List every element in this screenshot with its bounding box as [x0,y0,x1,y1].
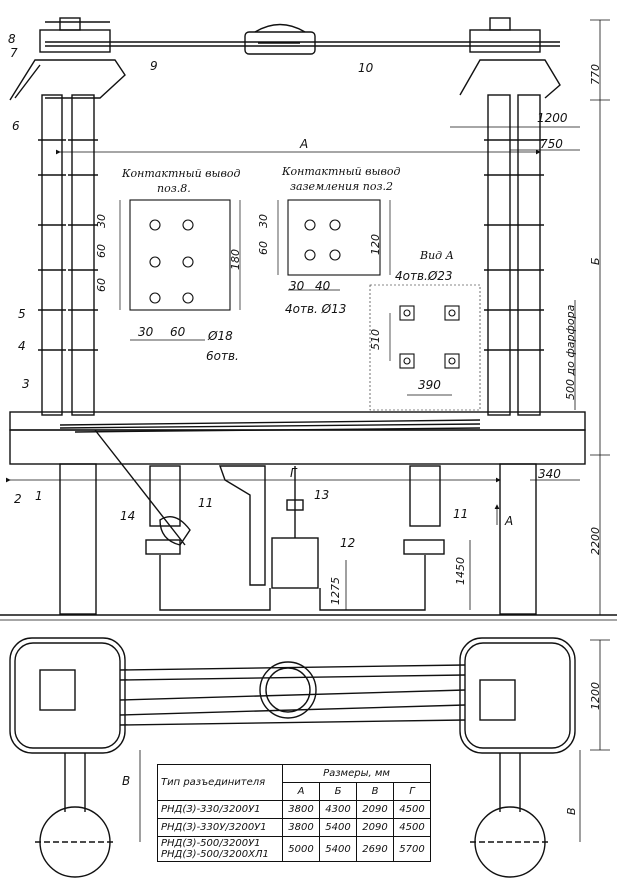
detail-left-plate [119,199,241,341]
table-cell-type: РНД(З)-330/3200У1 [157,800,283,819]
arrow-view-a: А [505,514,514,528]
table-cell: 5000 [282,836,320,862]
callout-14: 14 [120,509,136,523]
dim-500-porcelain: 500 до фарфора [564,304,577,400]
table-row: РНД(З)-330У/3200У1 3800 5400 2090 4500 [157,818,431,837]
detail-left-d60c: 60 [170,325,186,339]
dim-1200-top: 1200 [537,111,568,125]
table-cell: 4500 [393,800,431,819]
table-col: Б [319,782,357,801]
table-cell: 5400 [319,818,357,837]
callout-11-left: 11 [198,496,214,510]
base-frame [9,411,586,465]
callout-7: 7 [10,46,18,60]
dim-v-left: В [122,774,131,788]
detail-right-d30b: 30 [289,279,305,293]
dimensions-table: Тип разъединителя Размеры, мм А Б В Г РН… [157,764,431,862]
table-col: Г [393,782,431,801]
table-cell: 2090 [356,818,394,837]
detail-left-d60b: 60 [95,278,108,292]
detail-view-a [369,284,481,411]
table-cell: 5400 [319,836,357,862]
detail-left-d180: 180 [229,249,242,270]
right-contact-assembly [459,17,561,99]
detail-right-plate [277,199,391,291]
view-a-hole: 4отв.Ø23 [395,269,453,283]
detail-right-d60: 60 [257,241,270,255]
dim-770: 770 [589,64,602,85]
callout-9: 9 [150,59,158,73]
table-cell-type-line: РНД(З)-500/3200ХЛ1 [161,849,269,860]
detail-right-hole: 4отв. Ø13 [285,302,347,316]
right-insulator-columns [484,94,544,416]
table-cell: 4500 [393,818,431,837]
left-contact-assembly [9,17,126,101]
table-cell: 5700 [393,836,431,862]
view-a-d510: 510 [369,329,382,350]
dim-1275: 1275 [329,577,342,605]
table-cell: 2690 [356,836,394,862]
detail-right-d30a: 30 [257,214,270,228]
view-a-d390: 390 [418,378,441,392]
contact-bar [45,23,560,55]
detail-right-title-2: заземления поз.2 [290,180,394,193]
callout-12: 12 [340,536,356,550]
detail-left-holes-count: 6отв. [206,349,239,363]
callout-1: 1 [35,489,43,503]
dim-v-right: В [565,807,578,815]
dim-1200-plan: 1200 [589,682,602,710]
callout-11-right: 11 [453,507,469,521]
table-cell-type: РНД(З)-330У/3200У1 [157,818,283,837]
detail-right-d120: 120 [369,234,382,255]
callout-4: 4 [18,339,26,353]
callout-2: 2 [14,492,22,506]
table-cell: 3800 [282,800,320,819]
drive-mechanisms [94,429,445,611]
dim-2200: 2200 [589,527,602,555]
callout-6: 6 [12,119,20,133]
callout-3: 3 [22,377,30,391]
view-a-title: Вид А [420,249,454,262]
callout-8: 8 [8,32,16,46]
detail-right-d40: 40 [315,279,331,293]
detail-left-hole: Ø18 [208,329,233,343]
table-header-row: Тип разъединителя Размеры, мм [157,764,431,801]
dim-750: 750 [540,137,563,151]
detail-right-title-1: Контактный вывод [282,165,401,178]
table-cell: 2090 [356,800,394,819]
table-head-dims: Размеры, мм [282,764,431,783]
detail-left-d30a: 30 [95,214,108,228]
dim-a: А [300,137,309,151]
callout-10: 10 [358,61,374,75]
detail-left-title-2: поз.8. [157,182,191,195]
table-cell: 4300 [319,800,357,819]
table-row: РНД(З)-330/3200У1 3800 4300 2090 4500 [157,800,431,819]
detail-left-d30b: 30 [138,325,154,339]
table-cell: 3800 [282,818,320,837]
dim-1450: 1450 [454,557,467,585]
plan-view [9,637,576,878]
detail-left-d60a: 60 [95,244,108,258]
table-head-type: Тип разъединителя [157,764,283,801]
dim-g: Г [290,466,297,480]
detail-left-title-1: Контактный вывод [122,167,241,180]
table-col: А [282,782,320,801]
left-insulator-columns [38,94,98,416]
dim-b-right: Б [589,257,602,265]
support-posts [59,463,537,615]
dim-340: 340 [538,467,561,481]
callout-13: 13 [314,488,330,502]
callout-5: 5 [18,307,26,321]
table-cell-type-line: РНД(З)-500/3200У1 [161,838,261,849]
table-col: В [356,782,394,801]
